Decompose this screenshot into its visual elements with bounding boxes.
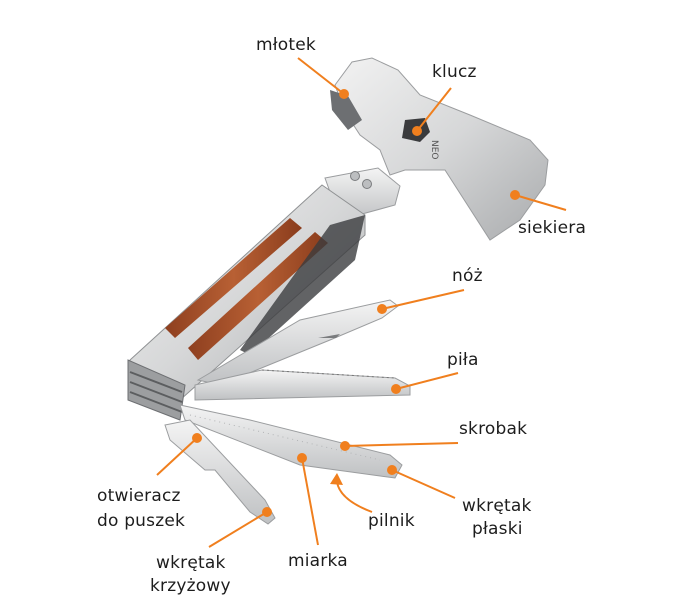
label-siekiera: siekiera xyxy=(518,218,587,238)
label-noz: nóż xyxy=(452,266,483,286)
label-pilnik: pilnik xyxy=(368,511,415,531)
file-ruler-blade xyxy=(179,404,403,479)
neo-logo: NEO xyxy=(429,140,439,160)
callout-lines xyxy=(156,57,567,548)
callout-dots xyxy=(192,89,520,517)
label-skrobak: skrobak xyxy=(459,419,528,439)
label-wkretak-krzyzowy: wkrętak krzyżowy xyxy=(150,553,231,596)
label-wkretak-plaski: wkrętak płaski xyxy=(462,496,532,539)
handle xyxy=(127,184,366,421)
screwdriver-arm xyxy=(164,419,276,525)
label-mlotek: młotek xyxy=(256,35,316,55)
label-pila: piła xyxy=(447,350,479,370)
label-klucz: klucz xyxy=(432,62,477,82)
label-miarka: miarka xyxy=(288,551,348,571)
label-otwieracz-do-puszek: otwieracz do puszek xyxy=(97,486,186,531)
